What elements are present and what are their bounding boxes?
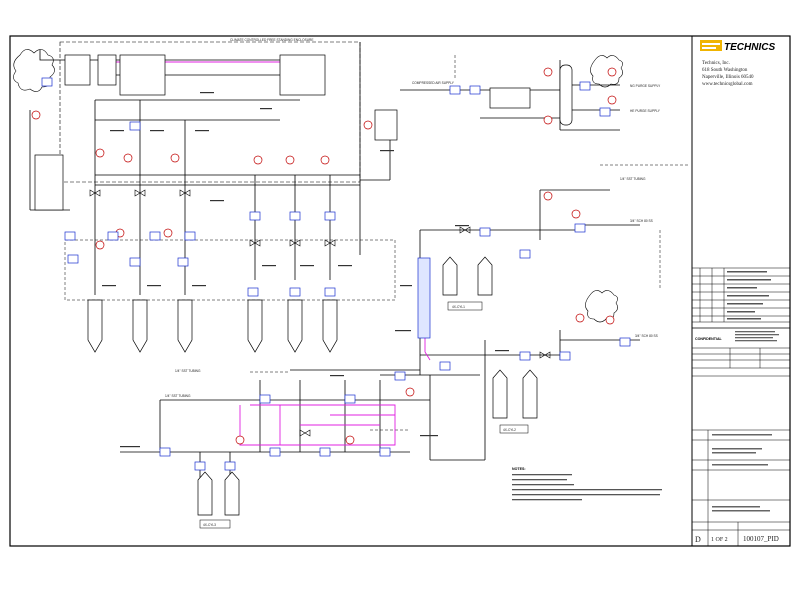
cylinder-2-label: 4X-CYL2	[503, 428, 516, 432]
cylinder-1-label: 4X-CYL1	[452, 305, 465, 309]
title-block: TECHNICS Technics, Inc. 618 South Washin…	[691, 36, 791, 546]
purge-supply-2: HE PURGE SUPPLY	[630, 109, 661, 113]
company-website: www.technicsglobal.com	[702, 82, 753, 87]
tubing-label-3: 1/4" SST TUBING	[165, 394, 191, 398]
instrument-bubbles	[31, 67, 617, 445]
tubing-label-2: 1/4" SST TUBING	[175, 369, 201, 373]
signal-lines	[64, 55, 690, 431]
pipe-label-2: 3/4" SCH 80 SS	[635, 334, 658, 338]
confidential-label: CONFIDENTIAL	[695, 337, 723, 341]
sample-cylinders	[87, 64, 573, 516]
drawing-number: 100107_PID	[743, 535, 779, 543]
cylinder-3-label: 4X-CYL3	[203, 523, 216, 527]
company-address-2: Naperville, Illinois 60540	[702, 75, 754, 80]
annotation-marks	[102, 92, 509, 448]
pipe-label-1: 3/4" SCH 80 SS	[630, 219, 653, 223]
revision-table	[691, 267, 791, 329]
compressed-air-label: COMPRESSED AIR SUPPLY	[412, 81, 455, 85]
enclosure-label: CLIMATE CONTROLLED FREE STANDING ENCLOSU…	[230, 38, 313, 42]
cylinder-tag-boxes	[199, 301, 529, 529]
logo-text: TECHNICS	[724, 42, 775, 53]
company-address-1: 618 South Washington	[702, 68, 748, 73]
sheet-size: D	[695, 535, 701, 544]
purge-supply-1: NG PURGE SUPPLY	[630, 84, 661, 88]
analyzer-cabinets	[34, 54, 531, 211]
tubing-label-1: 1/4" SST TUBING	[620, 177, 646, 181]
technics-logo: TECHNICS	[700, 40, 775, 53]
drawing-border	[9, 35, 791, 547]
notes-title: NOTES:	[512, 467, 526, 471]
notes-block: NOTES:	[512, 467, 662, 501]
valve-tags	[41, 77, 631, 471]
sheet-number: 1 OF 2	[711, 537, 728, 543]
valves	[89, 189, 551, 437]
company-name: Technics, Inc.	[702, 61, 730, 66]
